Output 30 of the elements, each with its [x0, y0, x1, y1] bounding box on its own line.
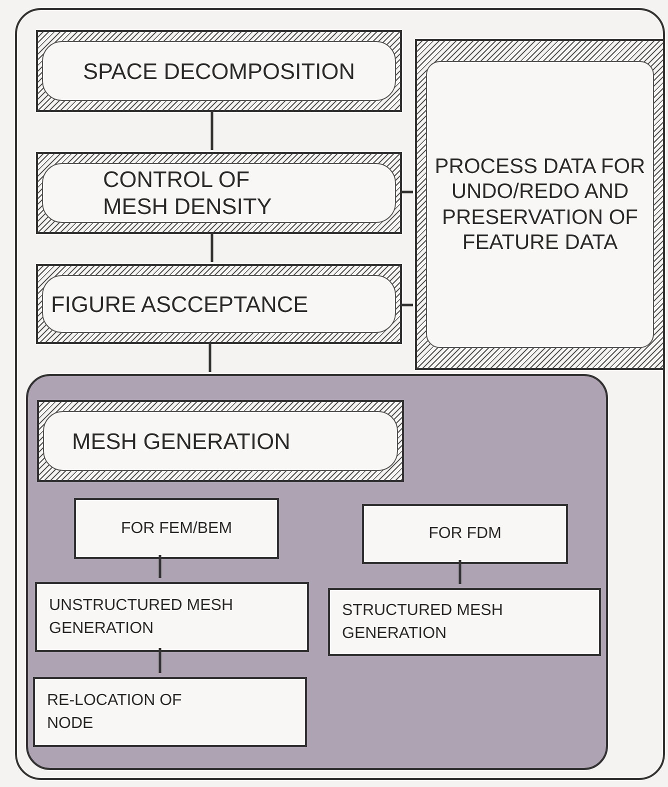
connector-line — [400, 304, 413, 306]
step-label: CONTROL OF MESH DENSITY — [42, 163, 396, 223]
process-box — [328, 588, 601, 656]
hatched-box — [36, 30, 402, 112]
box-label: RE-LOCATION OF NODE — [47, 690, 183, 734]
step-label: PROCESS DATA FOR UNDO/REDO AND PRESERVATION OF FEATURE DATA — [426, 61, 654, 348]
hatched-box — [36, 264, 402, 344]
process-box — [74, 498, 279, 559]
connector-line — [210, 232, 214, 262]
connector-line — [208, 342, 212, 372]
box-label: FOR FDM — [428, 524, 502, 544]
hatched-box — [36, 152, 402, 234]
box-label: FOR FEM/BEM — [120, 518, 232, 539]
connector-line — [400, 190, 413, 194]
connector-line — [458, 560, 462, 584]
connector-line — [210, 110, 214, 150]
hatched-box — [37, 400, 404, 482]
box-label: STRUCTURED MESH GENERATION — [342, 600, 504, 644]
process-box — [35, 582, 309, 652]
process-box — [33, 677, 307, 747]
process-box — [362, 504, 568, 564]
step-label: SPACE DECOMPOSITION — [42, 41, 396, 101]
box-label: UNSTRUCTURED MESH GENERATION — [49, 596, 234, 639]
hatched-box — [415, 39, 665, 370]
mesh-panel — [26, 374, 608, 770]
step-label: FIGURE ASCCEPTANCE — [42, 275, 396, 333]
step-label: MESH GENERATION — [43, 411, 398, 471]
connector-line — [158, 555, 162, 578]
outer-frame — [15, 8, 665, 780]
connector-line — [158, 648, 162, 673]
